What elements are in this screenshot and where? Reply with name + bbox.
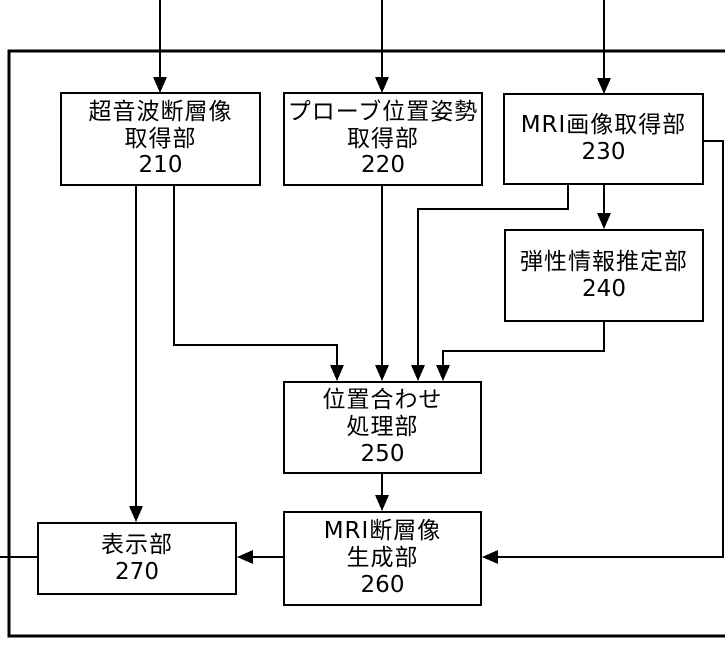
block-display-unit: 表示部 270 — [37, 522, 237, 595]
block-number: 250 — [360, 440, 405, 467]
block-number: 230 — [581, 139, 626, 165]
block-label: MRI画像取得部 — [520, 112, 687, 139]
block-label: 超音波断層像 — [88, 98, 233, 125]
block-label: 表示部 — [101, 531, 173, 558]
arrow-external-to-220 — [375, 0, 389, 93]
block-label: プローブ位置姿勢 — [287, 98, 479, 125]
arrow-220-to-250 — [375, 186, 389, 381]
block-number: 220 — [361, 152, 405, 179]
arrow-210-to-270 — [129, 185, 143, 522]
arrow-230-to-260 — [482, 140, 724, 564]
block-label: 位置合わせ — [322, 387, 443, 414]
block-label: MRI断層像 — [323, 518, 442, 545]
block-mri-image-acquisition: MRI画像取得部 230 — [503, 93, 704, 185]
block-probe-position-orientation-acquisition: プローブ位置姿勢 取得部 220 — [283, 92, 483, 186]
arrow-external-to-210 — [153, 0, 167, 93]
arrow-260-to-270 — [237, 550, 283, 564]
block-label: 処理部 — [346, 414, 419, 441]
block-number: 260 — [360, 571, 405, 598]
arrow-230-to-250 — [411, 184, 569, 381]
block-number: 270 — [115, 558, 159, 585]
arrow-240-to-250 — [436, 322, 605, 381]
block-number: 240 — [582, 275, 626, 302]
block-number: 210 — [138, 152, 183, 179]
arrow-210-to-250 — [173, 185, 344, 381]
block-ultrasound-tomogram-acquisition: 超音波断層像 取得部 210 — [60, 92, 261, 186]
arrow-230-to-240 — [597, 184, 611, 229]
block-elasticity-information-estimation: 弾性情報推定部 240 — [504, 229, 704, 322]
block-registration-processing: 位置合わせ 処理部 250 — [283, 381, 482, 474]
arrow-250-to-260 — [375, 473, 389, 511]
system-frame — [7, 49, 725, 638]
block-mri-tomogram-generation: MRI断層像 生成部 260 — [283, 511, 482, 606]
block-label: 生成部 — [346, 545, 419, 572]
arrow-external-to-230 — [597, 0, 611, 94]
block-label: 弾性情報推定部 — [520, 248, 688, 275]
block-label: 取得部 — [124, 125, 197, 152]
block-label: 取得部 — [347, 125, 419, 152]
